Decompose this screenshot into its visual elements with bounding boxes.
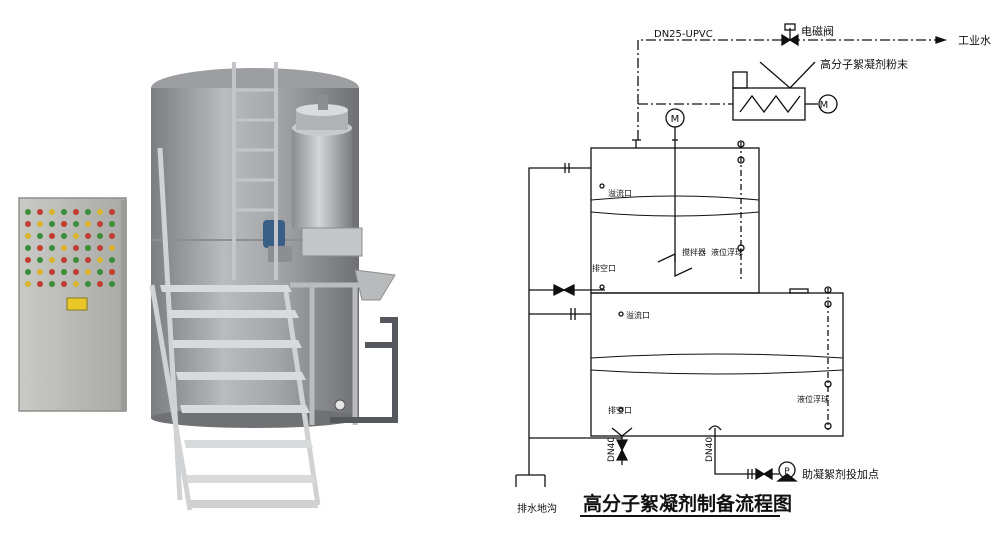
vertical-ladder xyxy=(232,62,278,280)
indicator-light xyxy=(37,245,43,251)
indicator-light xyxy=(37,221,43,227)
indicator-light xyxy=(109,257,115,263)
indicator-light xyxy=(49,269,55,275)
indicator-light xyxy=(109,281,115,287)
level-switch-label-lower: 液位浮球 xyxy=(797,394,829,404)
pipes xyxy=(330,317,398,423)
vent-port-label-upper: 排空口 xyxy=(592,263,616,273)
indicator-light xyxy=(73,209,79,215)
indicator-light xyxy=(109,221,115,227)
indicator-light xyxy=(49,233,55,239)
feeder-motor-symbol: M xyxy=(820,100,829,111)
feeder-motor-icon xyxy=(818,94,838,114)
indicator-light xyxy=(37,269,43,275)
indicator-light xyxy=(25,257,31,263)
indicator-light xyxy=(49,257,55,263)
indicator-light xyxy=(61,209,67,215)
indicator-light xyxy=(85,257,91,263)
indicator-light xyxy=(25,209,31,215)
indicator-light xyxy=(61,233,67,239)
indicator-light xyxy=(97,269,103,275)
indicator-light xyxy=(73,281,79,287)
control-cabinet xyxy=(18,197,127,412)
indicator-light xyxy=(25,269,31,275)
pipe-spec-label: DN25-UPVC xyxy=(654,29,713,40)
warning-label xyxy=(66,297,88,311)
industrial-water-label: 工业水 xyxy=(958,34,991,47)
indicator-light xyxy=(109,245,115,251)
indicator-light xyxy=(61,257,67,263)
support-frame xyxy=(290,282,375,425)
indicator-light xyxy=(73,257,79,263)
indicator-light xyxy=(85,233,91,239)
indicator-light xyxy=(37,281,43,287)
indicator-light xyxy=(61,245,67,251)
solenoid-valve-label: 电磁阀 xyxy=(801,24,834,38)
indicator-light xyxy=(85,245,91,251)
indicator-light xyxy=(85,269,91,275)
mixer-motor-symbol: M xyxy=(671,114,680,125)
overflow-port-label-lower: 溢流口 xyxy=(626,310,650,320)
indicator-light xyxy=(85,281,91,287)
drain-piping xyxy=(515,163,633,487)
indicator-light xyxy=(73,269,79,275)
water-supply-line xyxy=(637,23,948,140)
level-switch-label-upper: 液位浮球 xyxy=(711,247,743,257)
indicator-light xyxy=(85,209,91,215)
indicator-light xyxy=(97,233,103,239)
mixer-label: 搅拌器 xyxy=(682,247,706,257)
dosing-point-label: 助凝絮剂投加点 xyxy=(802,467,879,481)
indicator-light xyxy=(97,221,103,227)
indicator-light xyxy=(61,221,67,227)
indicator-lights xyxy=(25,209,115,287)
lower-tank xyxy=(590,286,844,437)
indicator-light xyxy=(25,221,31,227)
indicator-light xyxy=(61,281,67,287)
overflow-port-label-upper: 溢流口 xyxy=(608,188,632,198)
access-stairs xyxy=(149,147,321,511)
indicator-light xyxy=(97,245,103,251)
indicator-light xyxy=(61,269,67,275)
indicator-light xyxy=(73,245,79,251)
indicator-light xyxy=(25,233,31,239)
dn40-left-label: DN40 xyxy=(607,437,617,462)
powder-feeder xyxy=(638,61,838,121)
mixer xyxy=(657,108,693,278)
dissolver-cylinder xyxy=(292,95,352,228)
indicator-light xyxy=(25,245,31,251)
diagram-labels: DN25-UPVC 电磁阀 工业水 高分子絮凝剂粉末 M M 溢流口 搅拌器 液… xyxy=(517,24,991,517)
polymer-powder-label: 高分子絮凝剂粉末 xyxy=(820,57,908,71)
indicator-light xyxy=(25,281,31,287)
indicator-light xyxy=(109,209,115,215)
dn40-right-label: DN40 xyxy=(705,437,715,462)
dosing-line xyxy=(708,425,798,482)
pump-symbol: P xyxy=(784,467,790,477)
vent-port-label-lower: 排空口 xyxy=(608,405,632,415)
indicator-light xyxy=(49,209,55,215)
indicator-light xyxy=(97,209,103,215)
diagram-title: 高分子絮凝剂制备流程图 xyxy=(583,492,792,515)
indicator-light xyxy=(97,281,103,287)
indicator-light xyxy=(37,233,43,239)
indicator-light xyxy=(49,221,55,227)
equipment-photo xyxy=(18,62,398,511)
indicator-light xyxy=(49,245,55,251)
drain-trench-label: 排水地沟 xyxy=(517,502,557,515)
process-flow-diagram xyxy=(515,23,948,487)
indicator-light xyxy=(73,221,79,227)
indicator-light xyxy=(97,257,103,263)
indicator-light xyxy=(73,233,79,239)
indicator-light xyxy=(85,221,91,227)
indicator-light xyxy=(37,257,43,263)
indicator-light xyxy=(37,209,43,215)
indicator-light xyxy=(109,269,115,275)
indicator-light xyxy=(49,281,55,287)
indicator-light xyxy=(109,233,115,239)
